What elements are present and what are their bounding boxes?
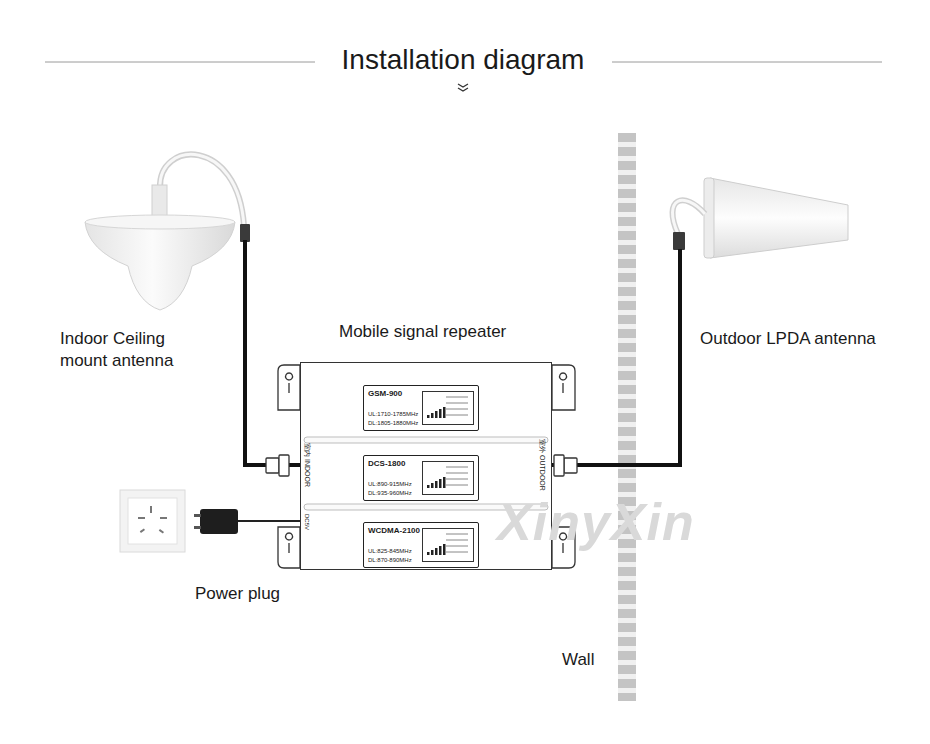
power-plug xyxy=(200,509,238,534)
socket-hole xyxy=(138,517,145,519)
band-panel: DCS-1800UL:890-915MHzDL:935-960MHz xyxy=(363,455,479,501)
keyhole xyxy=(286,373,293,393)
chevron xyxy=(458,84,468,91)
band-panel: GSM-900UL:1710-1785MHzDL:1805-1880MHz xyxy=(363,385,479,431)
port-label: 室外 OUTDOOR xyxy=(538,439,546,491)
antenna-connector xyxy=(673,232,685,250)
ceiling-antenna xyxy=(85,222,235,310)
rf-port xyxy=(554,455,564,476)
title-rule xyxy=(612,62,882,63)
plug-prong xyxy=(194,514,201,517)
watermark: XinyXin xyxy=(497,494,695,551)
band-range: UL:890-915MHz xyxy=(368,481,412,489)
power-cable xyxy=(238,520,291,522)
plug-group: Power plug xyxy=(190,495,290,610)
mounting-ear xyxy=(278,365,300,410)
antenna-group: Indoor Ceiling mount antenna xyxy=(58,140,245,375)
node-label: Mobile signal repeater xyxy=(339,321,506,343)
ceiling-antenna-top xyxy=(85,215,235,229)
title: Installation diagram xyxy=(342,44,585,76)
socket-hole xyxy=(159,529,164,534)
band-name: DCS-1800 xyxy=(368,459,405,469)
band-range: UL:1710-1785MHz xyxy=(368,411,418,419)
band-panel: WCDMA-2100UL:825-845MHzDL:870-890MHz xyxy=(363,522,479,568)
node-label: Outdoor LPDA antenna xyxy=(700,328,876,350)
indicator-window xyxy=(422,391,474,425)
wall-label: Wall xyxy=(562,651,594,670)
power-cable xyxy=(290,520,300,522)
wall-socket-face xyxy=(128,498,177,544)
rf-port xyxy=(266,458,279,473)
socket-hole xyxy=(140,528,145,533)
antenna-connector xyxy=(240,224,250,242)
band-range: DL:870-890MHz xyxy=(368,557,412,565)
port-label: 室内 INDOOR xyxy=(303,443,311,487)
antenna-cable xyxy=(673,200,705,234)
wall-socket xyxy=(120,490,185,552)
port-label: DC5V xyxy=(304,514,311,530)
socket-hole xyxy=(150,506,152,513)
band-range: DL:935-960MHz xyxy=(368,490,412,498)
rf-port xyxy=(564,458,577,473)
indicator-window xyxy=(422,528,474,562)
mounting-ear xyxy=(552,365,575,410)
coax-cable xyxy=(245,240,300,465)
node-label: Power plug xyxy=(195,583,280,605)
antenna-cable xyxy=(673,200,705,234)
band-range: UL:825-845MHz xyxy=(368,548,412,556)
indicator-window xyxy=(422,461,474,495)
lpda-antenna xyxy=(710,178,848,258)
cable xyxy=(678,249,682,356)
wall xyxy=(618,133,636,701)
rf-port xyxy=(279,455,289,476)
antenna-group: Outdoor LPDA antenna xyxy=(660,170,900,355)
band-range: DL:1805-1880MHz xyxy=(368,420,418,428)
wall-dashes xyxy=(618,133,636,701)
socket-hole xyxy=(160,517,167,519)
coax-cable xyxy=(552,355,680,465)
band-name: GSM-900 xyxy=(368,389,402,399)
title-rule xyxy=(45,62,315,63)
separator-bar xyxy=(304,437,548,443)
keyhole xyxy=(560,373,567,393)
mounting-ear xyxy=(278,527,300,568)
node-label: Indoor Ceiling mount antenna xyxy=(60,328,210,372)
lpda-cap xyxy=(704,178,714,258)
band-name: WCDMA-2100 xyxy=(368,526,420,536)
keyhole xyxy=(286,533,293,553)
plug-prong xyxy=(194,526,201,529)
